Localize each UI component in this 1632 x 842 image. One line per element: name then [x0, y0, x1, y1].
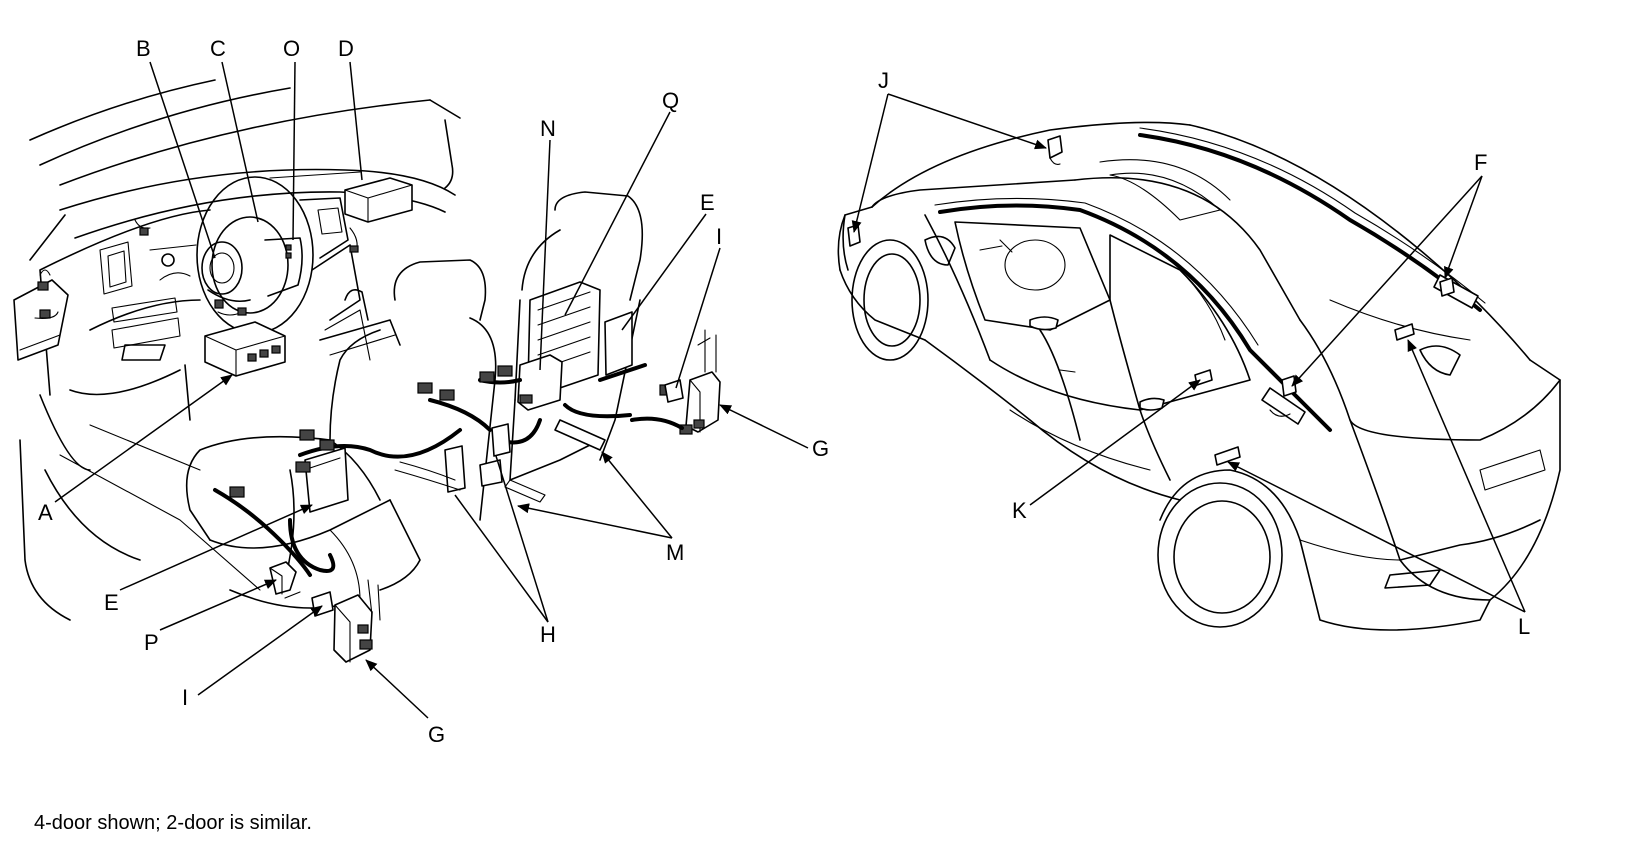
leader-f-1 — [1444, 175, 1483, 279]
leader-a — [54, 374, 233, 503]
exterior-car-view — [837, 121, 1561, 631]
label-m: M — [666, 540, 684, 565]
leader-g-right — [719, 404, 809, 449]
label-d: D — [338, 36, 354, 61]
leader-b — [149, 61, 216, 259]
leader-h-2 — [495, 455, 549, 623]
label-e-right: E — [700, 190, 715, 215]
leader-m-1 — [517, 503, 673, 539]
label-j: J — [878, 68, 889, 93]
label-i-right: I — [716, 224, 722, 249]
leader-j-1 — [887, 93, 1047, 150]
interior-view — [13, 79, 721, 663]
leader-lines — [54, 61, 1526, 719]
leader-m-2 — [601, 451, 673, 539]
label-e-left: E — [104, 590, 119, 615]
leader-g-left — [365, 659, 429, 719]
label-p: P — [144, 630, 159, 655]
leader-l-1 — [1227, 461, 1526, 613]
label-b: B — [136, 36, 151, 61]
label-g-right: G — [812, 436, 829, 461]
label-g-left: G — [428, 722, 445, 747]
leader-c — [221, 61, 259, 223]
label-n: N — [540, 116, 556, 141]
leader-i-right — [675, 247, 721, 389]
leader-p — [159, 579, 277, 631]
label-q: Q — [662, 88, 679, 113]
label-f: F — [1474, 150, 1487, 175]
callout-labels: B C O D A E P I G H M N Q E I G J F K L — [38, 36, 1530, 747]
leader-o — [292, 61, 296, 241]
leader-d — [349, 61, 363, 181]
figure-caption: 4-door shown; 2-door is similar. — [34, 812, 312, 834]
leader-h-1 — [454, 494, 549, 623]
label-a: A — [38, 500, 53, 525]
leader-n — [539, 139, 551, 371]
leader-f-2 — [1291, 175, 1483, 387]
leader-q — [564, 111, 671, 316]
leader-e-right — [621, 213, 707, 331]
label-c: C — [210, 36, 226, 61]
leader-i-left — [197, 605, 323, 696]
label-h: H — [540, 622, 556, 647]
label-o: O — [283, 36, 300, 61]
leader-e-left — [119, 504, 313, 591]
leader-k — [1029, 379, 1201, 506]
label-l: L — [1518, 614, 1530, 639]
label-k: K — [1012, 498, 1027, 523]
leader-l-2 — [1407, 339, 1526, 613]
leader-j-2 — [851, 93, 889, 233]
label-i-left: I — [182, 685, 188, 710]
